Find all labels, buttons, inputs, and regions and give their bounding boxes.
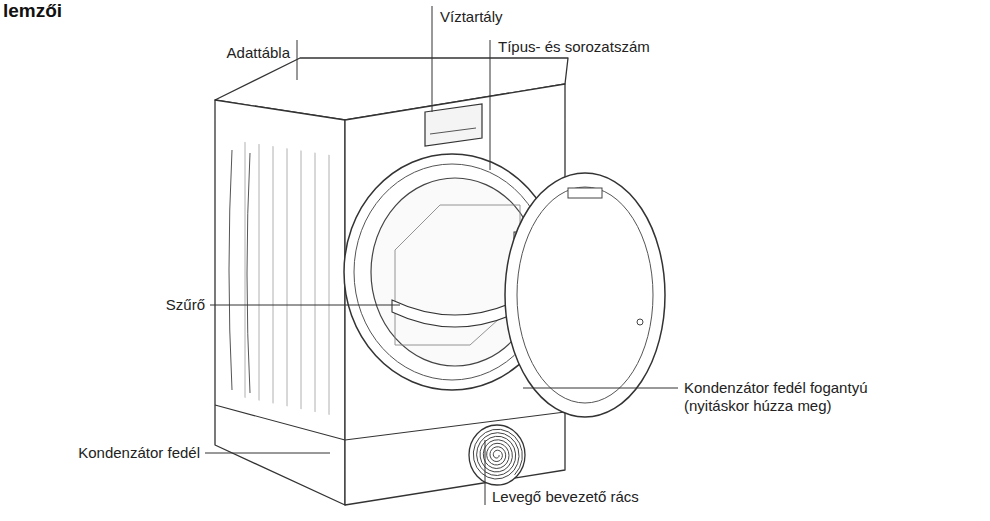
part-label: Levegő bevezető rács	[492, 488, 639, 506]
door-inner	[517, 187, 653, 403]
leader-line	[297, 40, 298, 80]
grille-spiral	[473, 429, 522, 479]
water-tank	[425, 104, 482, 146]
heading: lemzői	[3, 0, 62, 22]
filter	[392, 300, 518, 327]
leader-line	[490, 40, 491, 170]
leader-line	[485, 440, 486, 505]
door	[505, 173, 665, 417]
part-label: Víztartály	[440, 8, 503, 26]
leader-line	[210, 305, 400, 306]
part-label: Szűrő	[166, 296, 205, 314]
water-tank-handle	[430, 128, 476, 134]
leader-line	[523, 388, 678, 389]
air-intake-grille	[469, 425, 525, 485]
side-ribs	[229, 150, 250, 393]
door-catch	[637, 319, 643, 325]
leader-line	[432, 6, 433, 112]
part-label: Típus- és sorozatszám	[498, 38, 650, 56]
side-panel	[215, 100, 345, 505]
door-latch	[568, 188, 602, 198]
part-label: Kondenzátor fedél	[78, 444, 200, 462]
leader-line	[205, 453, 330, 454]
part-label: Adattábla	[227, 44, 290, 62]
part-label: Kondenzátor fedél fogantyú (nyitáskor hú…	[684, 379, 889, 415]
